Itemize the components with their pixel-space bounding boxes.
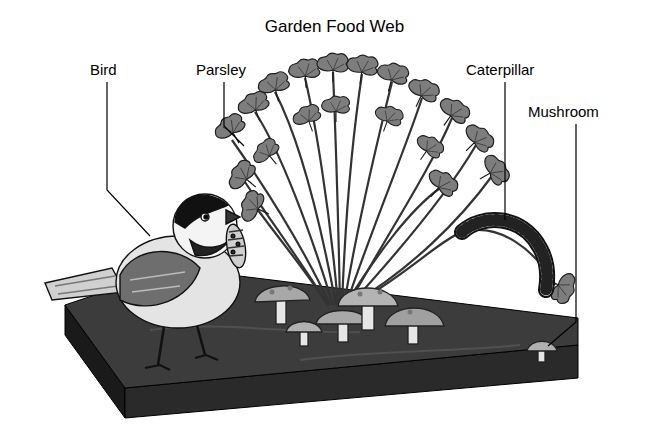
mushrooms-part	[270, 290, 275, 295]
parsley-leaves	[211, 53, 581, 307]
parsley-plant	[232, 72, 555, 305]
mushrooms-part	[385, 308, 444, 326]
leader-lines-part	[224, 82, 244, 146]
bird-part	[236, 242, 240, 246]
parsley-leaves-part	[249, 135, 287, 173]
parsley-leaves-part	[236, 188, 275, 228]
mushrooms	[255, 286, 557, 363]
mushrooms-part	[286, 322, 322, 333]
parsley-leaves-part	[402, 74, 442, 113]
parsley-leaves-part	[370, 102, 405, 136]
bird-part	[130, 272, 185, 292]
mushrooms-part	[255, 286, 310, 302]
parsley-leaves-part	[472, 151, 513, 192]
bird	[45, 194, 249, 370]
bird-part	[145, 355, 218, 370]
parsley-leaves-part	[235, 89, 274, 127]
parsley-plant-part	[345, 188, 440, 305]
leader-lines-part	[107, 82, 150, 236]
parsley-leaves-part	[344, 53, 379, 86]
parsley-leaves-part	[373, 59, 410, 95]
bird-part	[175, 195, 228, 228]
mushrooms-part	[288, 286, 293, 291]
caterpillar	[462, 220, 547, 290]
soil-slab	[65, 268, 578, 418]
parsley-leaves-part	[419, 164, 461, 206]
parsley-leaves-part	[317, 53, 348, 82]
mushrooms-part	[358, 292, 363, 297]
parsley-plant-part	[346, 98, 422, 305]
leader-lines-part	[548, 124, 576, 346]
bird-part	[120, 252, 200, 306]
parsley-plant-part	[350, 176, 492, 305]
caterpillar-part	[462, 220, 547, 290]
parsley-leaves-part	[290, 102, 325, 136]
parsley-leaves-part	[288, 58, 321, 90]
bird-part	[226, 210, 240, 224]
part-label: Caterpillar	[466, 61, 534, 79]
parsley-leaves-part	[322, 96, 350, 122]
bird-part	[201, 213, 209, 221]
bird-part	[231, 250, 235, 254]
leader-lines-part	[504, 82, 505, 220]
mushrooms-part	[276, 298, 286, 324]
caterpillar-part	[462, 220, 547, 290]
parsley-leaves-part	[409, 130, 447, 167]
parsley-leaves-part	[223, 157, 265, 199]
caterpillar-part	[462, 220, 547, 290]
bird-part	[223, 223, 248, 269]
parsley-leaves-part	[211, 111, 252, 152]
mushrooms-part	[408, 310, 413, 315]
part-label: Bird	[90, 61, 117, 79]
bird-part	[45, 268, 125, 300]
part-label: Mushroom	[528, 103, 599, 121]
bird-part	[55, 276, 118, 294]
parsley-plant-part	[350, 145, 476, 305]
leader-lines	[107, 82, 576, 346]
bird-part	[204, 215, 208, 219]
diagram-title: Garden Food Web	[0, 17, 669, 37]
bird-part	[228, 230, 244, 256]
mushrooms-part	[378, 290, 383, 295]
mushrooms-part	[338, 288, 398, 306]
part-label: Parsley	[196, 61, 246, 79]
parsley-leaves-part	[256, 70, 293, 106]
bird-part	[231, 234, 235, 238]
